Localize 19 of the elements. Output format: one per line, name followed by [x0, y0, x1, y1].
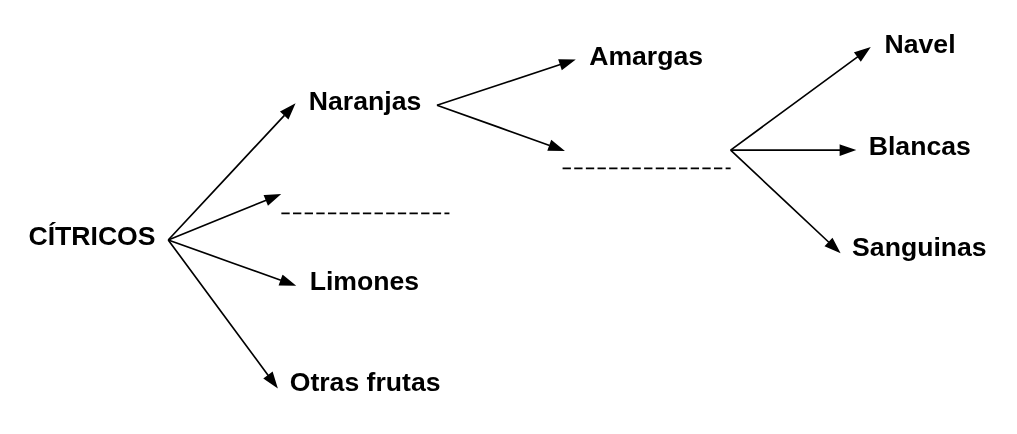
arrow: [729, 46, 871, 151]
arrow: [167, 238, 278, 388]
node-line: [280, 212, 451, 214]
arrow: [729, 148, 841, 253]
node-text: Blancas: [868, 130, 971, 161]
arrow: [167, 238, 297, 286]
node-text: Sanguinas: [852, 231, 987, 262]
node-text: CÍTRICOS: [28, 220, 156, 251]
node-line: [561, 167, 732, 169]
node-text: Navel: [884, 28, 956, 59]
node-text: Limones: [309, 265, 420, 296]
arrow: [729, 143, 857, 156]
arrow: [436, 103, 565, 151]
arrow: [167, 193, 282, 241]
node-text: Naranjas: [308, 85, 422, 116]
arrow: [436, 58, 576, 106]
node-text: Amargas: [589, 40, 704, 71]
node-text: Otras frutas: [289, 366, 441, 397]
arrow: [167, 102, 296, 241]
